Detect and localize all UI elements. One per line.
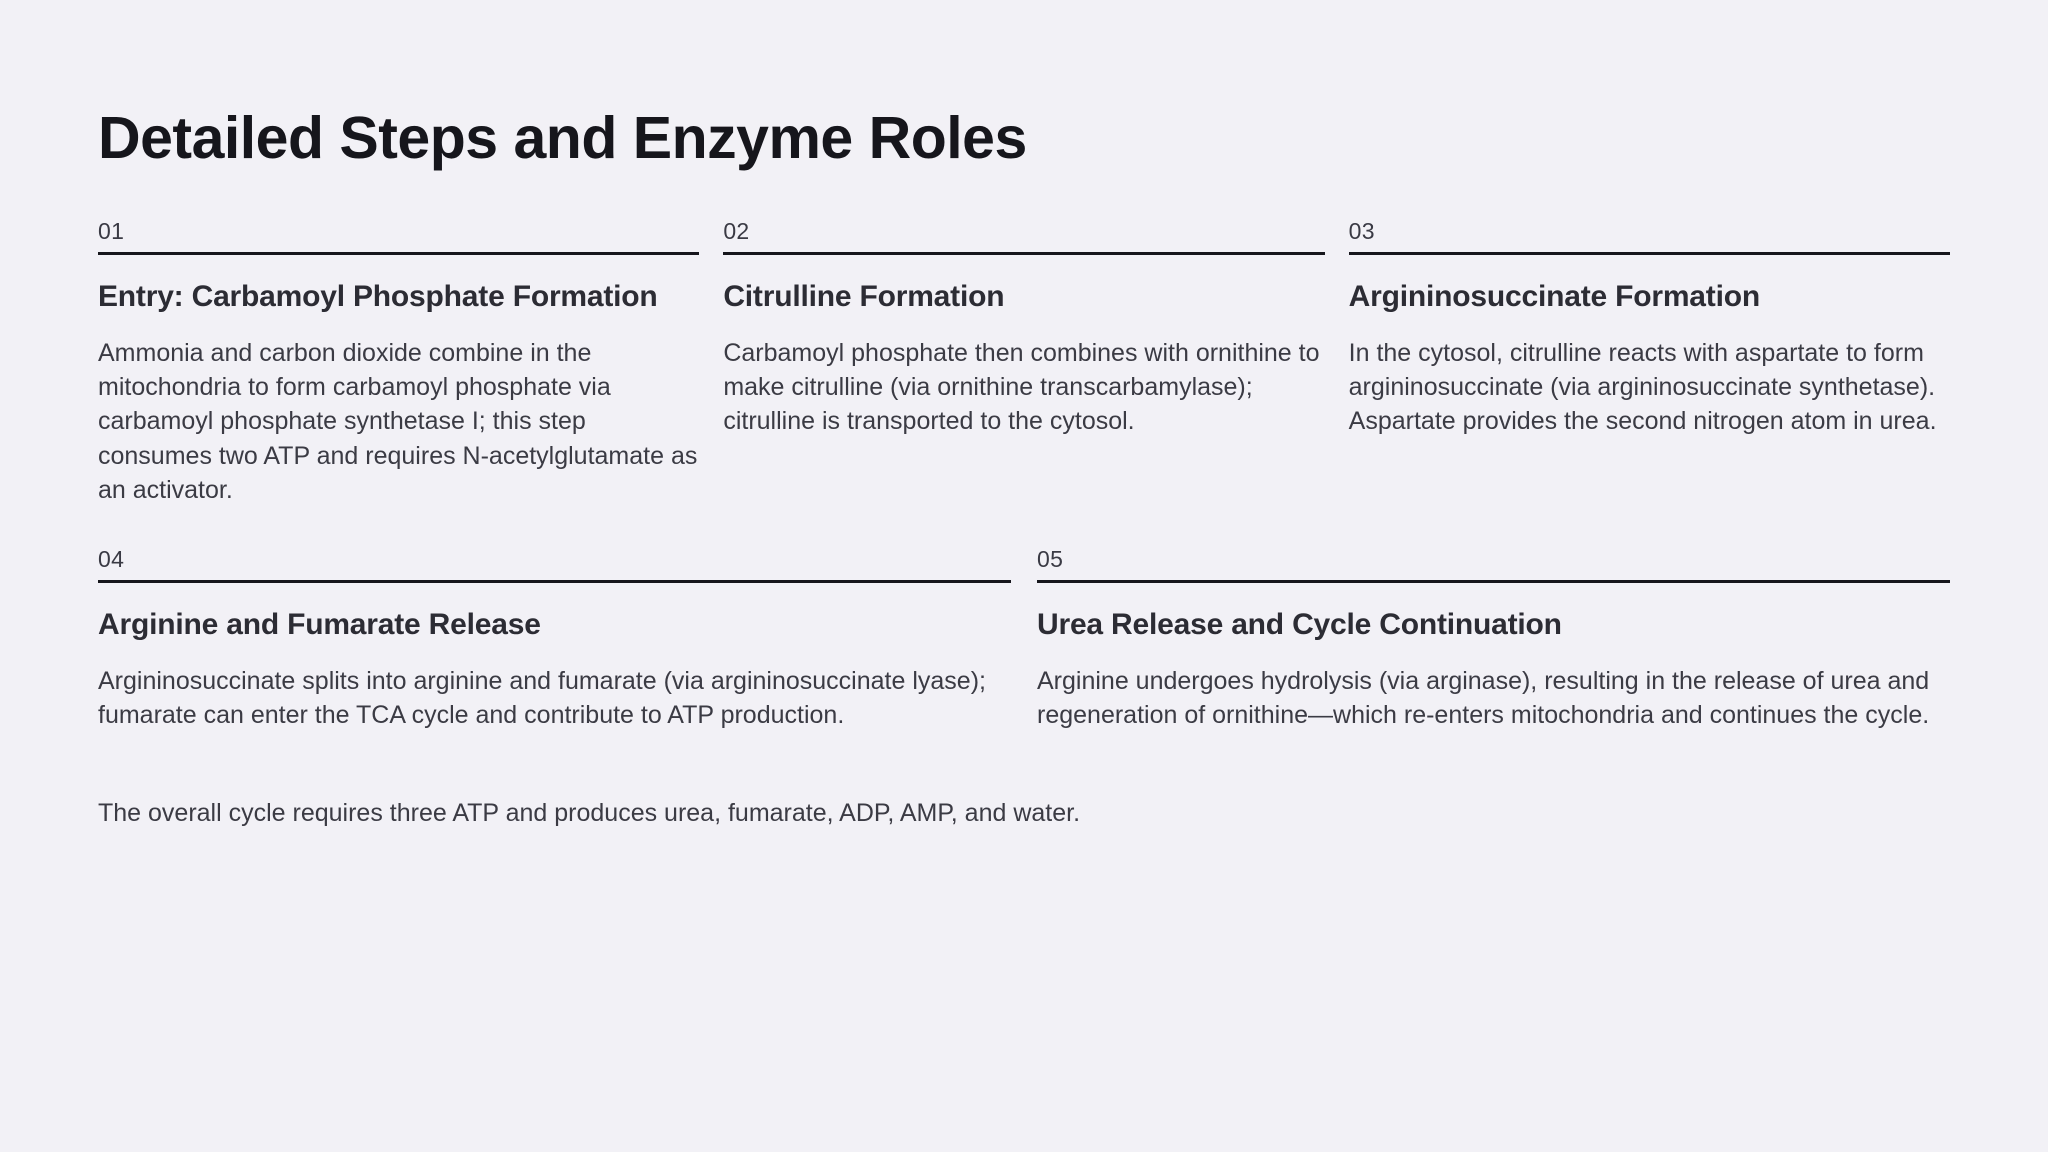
step-number-01: 01 xyxy=(98,217,700,255)
step-number-02: 02 xyxy=(723,217,1325,255)
step-heading-03: Argininosuccinate Formation xyxy=(1348,279,1761,313)
step-body-04: Argininosuccinate splits into arginine a… xyxy=(98,667,986,730)
step-card-02: 02 Citrulline Formation Carbamoyl phosph… xyxy=(723,217,1325,439)
step-body-03: In the cytosol, citrulline reacts with a… xyxy=(1348,338,1937,436)
summary-note: The overall cycle requires three ATP and… xyxy=(98,798,1081,827)
step-card-01: 01 Entry: Carbamoyl Phosphate Formation … xyxy=(98,217,700,507)
step-card-05: 05 Urea Release and Cycle Continuation A… xyxy=(1037,545,1950,732)
step-card-04: 04 Arginine and Fumarate Release Arginin… xyxy=(98,545,1011,732)
steps-grid-row-2: 04 Arginine and Fumarate Release Arginin… xyxy=(98,545,1950,732)
step-heading-02: Citrulline Formation xyxy=(723,279,1005,313)
page-title: Detailed Steps and Enzyme Roles xyxy=(98,105,1027,171)
step-body-02: Carbamoyl phosphate then combines with o… xyxy=(723,338,1320,436)
step-card-03: 03 Argininosuccinate Formation In the cy… xyxy=(1348,217,1950,439)
step-heading-04: Arginine and Fumarate Release xyxy=(98,607,541,641)
step-number-05: 05 xyxy=(1037,545,1950,583)
step-body-05: Arginine undergoes hydrolysis (via argin… xyxy=(1037,667,1930,730)
step-number-04: 04 xyxy=(98,545,1011,583)
step-number-03: 03 xyxy=(1348,217,1950,255)
steps-grid-row-1: 01 Entry: Carbamoyl Phosphate Formation … xyxy=(98,217,1950,507)
step-body-01: Ammonia and carbon dioxide combine in th… xyxy=(98,338,698,504)
step-heading-01: Entry: Carbamoyl Phosphate Formation xyxy=(98,279,658,313)
step-heading-05: Urea Release and Cycle Continuation xyxy=(1037,607,1562,641)
